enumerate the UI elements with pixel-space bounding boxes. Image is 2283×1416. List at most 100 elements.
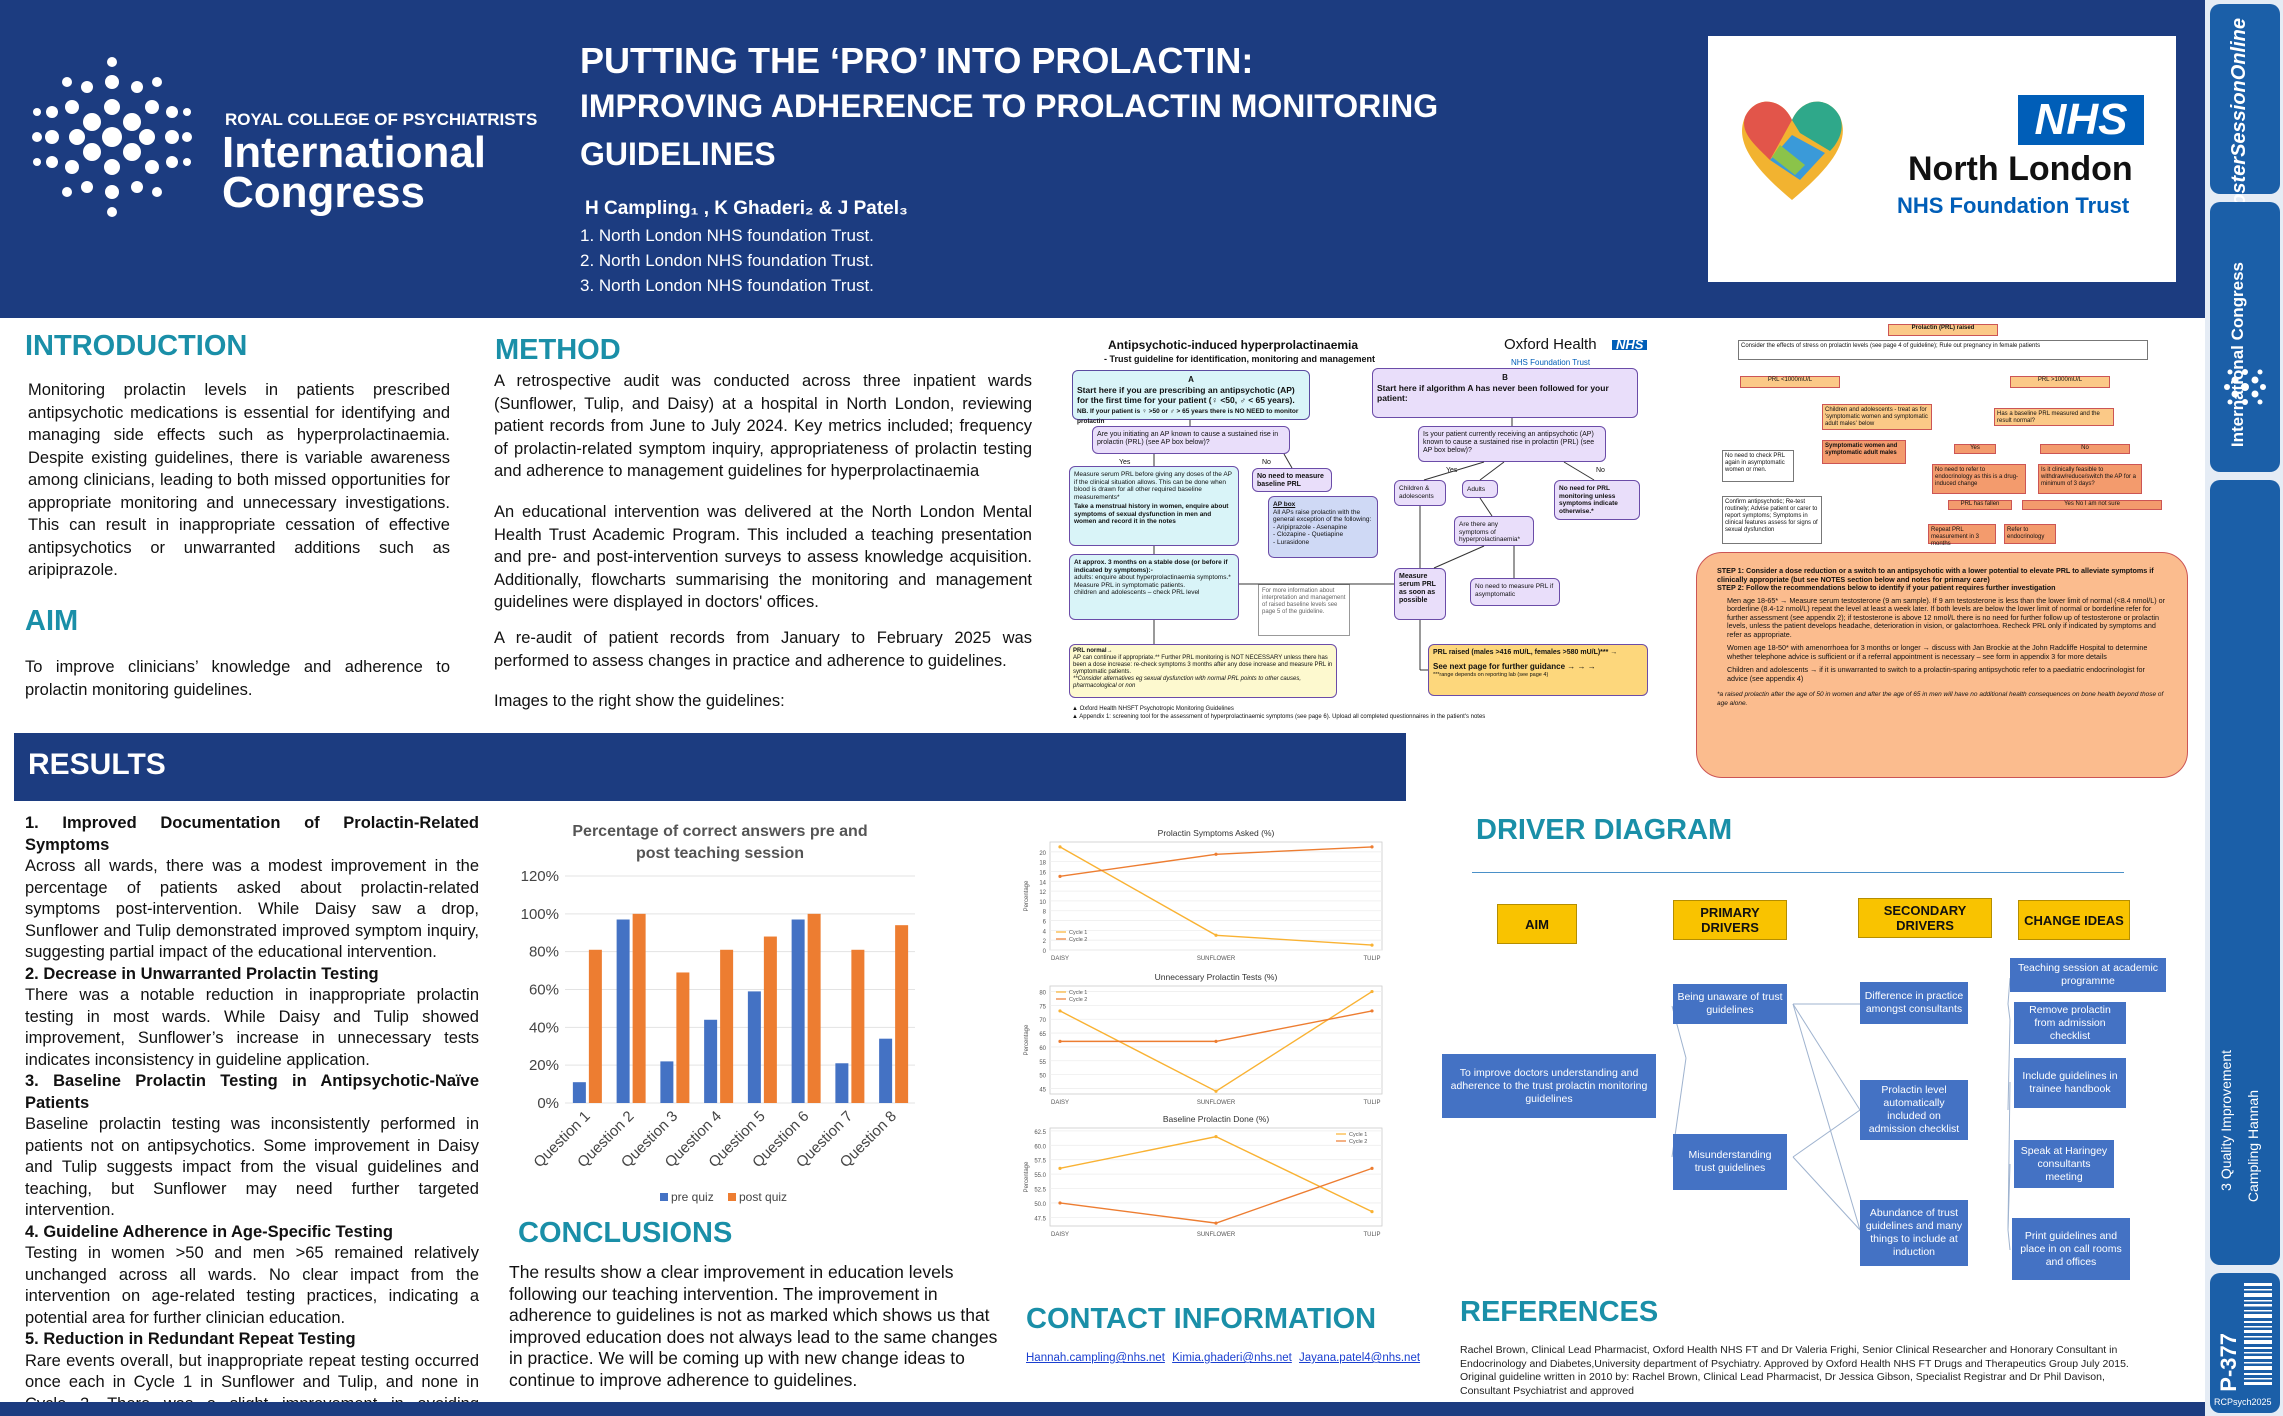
line-chart-ytick: 4 — [1043, 929, 1047, 935]
guideline1-footer-1: ▲ Oxford Health NHSFT Psychotropic Monit… — [1072, 706, 1234, 712]
sidebar-tab-id[interactable]: P-377 RCPsych2025 — [2210, 1273, 2280, 1413]
driver-secondary-3: Abundance of trust guidelines and many t… — [1860, 1200, 1968, 1266]
line-chart-title: Baseline Prolactin Done (%) — [1163, 1114, 1269, 1124]
line-chart-ytick: 70 — [1039, 1018, 1046, 1024]
guideline1-history: Take a menstrual history in women, enqui… — [1074, 503, 1229, 525]
line-chart-ylabel: Percentage — [1024, 1024, 1030, 1055]
bar-chart-ytick: 100% — [521, 906, 559, 923]
guideline2-b1: Men age 18-65* → Measure serum testoster… — [1727, 595, 2166, 639]
guideline1-no-need-prl: No need for PRL monitoring unless sympto… — [1554, 480, 1640, 520]
congress-logo-icon — [32, 57, 192, 217]
line-chart-legend-label: Cycle 1 — [1069, 930, 1087, 936]
contact-email-2[interactable]: Kimia.ghaderi@nhs.net — [1172, 1352, 1292, 1364]
line-chart-xtick: TULIP — [1363, 956, 1380, 962]
guideline2-specialist: Refer to endocrinology — [2004, 524, 2056, 544]
sidebar-logo-icon — [2224, 369, 2266, 405]
bar-chart-title-line1: Percentage of correct answers pre and — [572, 823, 867, 840]
guideline2-no-need-asym: No need to check PRL again in asymptomat… — [1722, 450, 1794, 482]
line-chart-ytick: 8 — [1043, 910, 1047, 916]
baseline-line-chart: Baseline Prolactin Done (%)47.550.052.55… — [1024, 1114, 1383, 1238]
guideline2-not-fallen: Yes No I am not sure — [2022, 500, 2162, 510]
aim-title: AIM — [25, 605, 79, 637]
guideline2-no-need-refer: No need to refer to endocrinology as thi… — [1932, 464, 2026, 494]
line-chart-ytick: 75 — [1039, 1004, 1046, 1010]
line-chart-xtick: SUNFLOWER — [1197, 956, 1236, 962]
line-chart-ytick: 65 — [1039, 1032, 1046, 1038]
guideline1-yes-1: Yes — [1119, 459, 1131, 466]
results-text: 1. Improved Documentation of Prolactin-R… — [25, 813, 479, 1416]
contact-email-1[interactable]: Hannah.campling@nhs.net — [1026, 1352, 1165, 1364]
line-point — [1370, 1009, 1374, 1013]
line-chart-xtick: TULIP — [1363, 1100, 1380, 1106]
contact-email-3[interactable]: Jayana.patel4@nhs.net — [1299, 1352, 1421, 1364]
sidebar-tab-congress[interactable]: International Congress — [2210, 202, 2280, 472]
guideline-flowchart-1: Antipsychotic-induced hyperprolactinaemi… — [1064, 334, 1668, 720]
guideline1-prl-normal: PRL normal→ AP can continue if appropria… — [1069, 644, 1337, 698]
driver-aim: To improve doctors understanding and adh… — [1442, 1054, 1656, 1118]
line-point — [1370, 1209, 1374, 1214]
sidebar-author: Campling Hannah — [2245, 1090, 2261, 1203]
guideline1-prl-raised-text: PRL raised (males >416 mU/L, females >58… — [1433, 649, 1618, 656]
line-series-Cycle-2 — [1059, 1167, 1373, 1224]
line-point — [1370, 943, 1374, 947]
line-chart-ylabel: Percentage — [1024, 1161, 1030, 1192]
sidebar-tab-postersession-label: PosterSessionOnline — [2228, 18, 2250, 220]
unnecessary-tests-line-chart: Unnecessary Prolactin Tests (%)455055606… — [1024, 972, 1383, 1106]
bar-post-quiz — [807, 913, 821, 1103]
line-chart-xtick: DAISY — [1051, 1232, 1069, 1238]
bar-chart-title-line2: post teaching session — [636, 845, 804, 862]
sidebar-tab-details[interactable]: 3 Quality Improvement Campling Hannah — [2210, 480, 2280, 1265]
guideline2-b2: Women age 18-50* with amenorrhoea for 3 … — [1727, 643, 2148, 661]
symptoms-line-chart: Prolactin Symptoms Asked (%)024681012141… — [1024, 828, 1383, 962]
nhs-trust-sub: NHS Foundation Trust — [1897, 193, 2130, 218]
sidebar-tab-postersession[interactable]: PosterSessionOnline — [2210, 4, 2280, 219]
line-chart-legend-label: Cycle 2 — [1069, 937, 1087, 943]
guideline2-note: *a raised prolactin after the age of 50 … — [1717, 691, 2164, 707]
line-chart-ytick: 16 — [1039, 870, 1046, 876]
guideline2-confirm: Confirm antipsychotic; Re-test routinely… — [1722, 496, 1822, 544]
bar-chart-ytick: 20% — [529, 1057, 559, 1074]
line-point — [1214, 1039, 1218, 1043]
driver-divider — [1472, 872, 2124, 873]
bar-chart-legend-swatch — [660, 1193, 668, 1201]
poster-subtitle-2: GUIDELINES — [580, 136, 776, 172]
guideline1-adults: Adults — [1462, 480, 1498, 498]
line-chart-ytick: 45 — [1039, 1087, 1046, 1093]
line-chart-xtick: DAISY — [1051, 1100, 1069, 1106]
guideline2-child-box: Children and adolescents - treat as for … — [1822, 404, 1932, 430]
affiliation-1: 1. North London NHS foundation Trust. — [580, 226, 874, 245]
line-chart-frame — [1049, 985, 1383, 1095]
bar-pre-quiz — [791, 919, 805, 1103]
line-chart-ytick: 14 — [1039, 880, 1046, 886]
driver-primary-1: Being unaware of trust guidelines — [1673, 984, 1787, 1024]
poster-title: PUTTING THE ‘PRO’ INTO PROLACTIN: — [580, 40, 1254, 81]
bar-post-quiz — [720, 949, 734, 1103]
logo-line-2: Congress — [222, 168, 425, 217]
method-p2: An educational intervention was delivere… — [494, 503, 1032, 611]
guideline2-no: No — [2040, 444, 2130, 454]
guideline2-prl-high: PRL >1000mU/L — [2010, 376, 2110, 388]
line-point — [1058, 1201, 1062, 1205]
references-title: REFERENCES — [1460, 1296, 1659, 1328]
guideline1-no-need-asym: No need to measure PRL if asymptomatic — [1470, 578, 1560, 606]
bar-chart-legend-swatch — [728, 1193, 736, 1201]
affiliation-2: 2. North London NHS foundation Trust. — [580, 251, 874, 270]
guideline1-any-symptoms: Are there any symptoms of hyperprolactin… — [1454, 516, 1534, 546]
line-chart-ytick: 55 — [1039, 1060, 1046, 1066]
guideline1-prl-normal-note: **Consider alternatives eg sexual dysfun… — [1073, 676, 1302, 689]
driver-change-4: Speak at Haringey consultants meeting — [2014, 1140, 2114, 1188]
results-p2: There was a notable reduction in inappro… — [25, 986, 479, 1069]
line-series-Cycle-2 — [1060, 1010, 1373, 1043]
results-h1: 1. Improved Documentation of Prolactin-R… — [25, 814, 479, 854]
bar-post-quiz — [632, 913, 646, 1103]
guideline1-prl-normal-text: AP can continue if appropriate.** Furthe… — [1073, 655, 1333, 675]
guideline1-range-note: ***range depends on reporting lab (see p… — [1433, 672, 1549, 678]
conclusions-title: CONCLUSIONS — [518, 1217, 733, 1249]
driver-diagram-title: DRIVER DIAGRAM — [1476, 814, 1733, 846]
bar-chart-ytick: 120% — [521, 868, 559, 885]
guideline2-b3: Children and adolescents → if it is unwa… — [1727, 665, 2145, 683]
line-chart-ylabel: Percentage — [1024, 880, 1030, 911]
driver-change-5: Print guidelines and place in on call ro… — [2012, 1218, 2130, 1280]
bar-pre-quiz — [879, 1038, 893, 1103]
nhs-trust-name: North London — [1908, 150, 2133, 188]
